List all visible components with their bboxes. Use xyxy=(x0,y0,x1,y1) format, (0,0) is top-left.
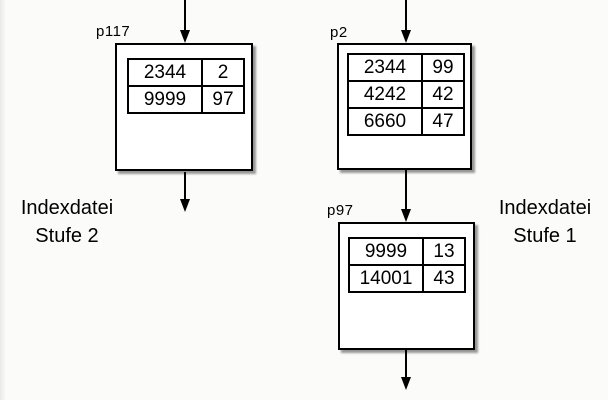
key-cell: 14001 xyxy=(348,264,424,293)
arrowhead-down-icon xyxy=(401,209,411,222)
page-edge-shading xyxy=(0,0,6,400)
table-row: 2344 2 xyxy=(127,58,245,87)
node-box-p97: 9999 13 14001 43 xyxy=(338,222,475,350)
key-cell: 9999 xyxy=(348,237,424,266)
arrow-into-p117-line xyxy=(184,0,186,31)
node-label-p2: p2 xyxy=(330,24,348,41)
key-cell: 2344 xyxy=(127,58,203,87)
index-table-p97: 9999 13 14001 43 xyxy=(348,237,466,293)
key-cell: 6660 xyxy=(347,107,423,136)
key-cell: 4242 xyxy=(347,80,423,109)
table-row: 9999 97 xyxy=(127,85,245,114)
table-row: 14001 43 xyxy=(348,264,466,293)
table-row: 9999 13 xyxy=(348,237,466,266)
caption-line: Indexdatei xyxy=(20,197,114,219)
arrow-p2-to-p97-line xyxy=(405,170,407,210)
pointer-cell: 97 xyxy=(201,85,245,114)
caption-indexdatei-stufe-2: Indexdatei Stufe 2 xyxy=(2,194,132,250)
arrow-out-of-p117-line xyxy=(184,172,186,200)
arrowhead-down-icon xyxy=(401,30,411,43)
pointer-cell: 13 xyxy=(422,237,466,266)
pointer-cell: 99 xyxy=(421,53,465,82)
arrowhead-down-icon xyxy=(180,199,190,212)
table-row: 2344 99 xyxy=(347,53,465,82)
pointer-cell: 43 xyxy=(422,264,466,293)
caption-indexdatei-stufe-1: Indexdatei Stufe 1 xyxy=(480,194,608,250)
node-box-p117: 2344 2 9999 97 xyxy=(115,43,253,171)
key-cell: 9999 xyxy=(127,85,203,114)
caption-line: Stufe 2 xyxy=(35,225,99,247)
table-row: 6660 47 xyxy=(347,107,465,136)
caption-line: Indexdatei xyxy=(498,197,592,219)
pointer-cell: 2 xyxy=(201,58,245,87)
node-label-p97: p97 xyxy=(327,202,354,219)
table-row: 4242 42 xyxy=(347,80,465,109)
caption-line: Stufe 1 xyxy=(513,225,577,247)
node-label-p117: p117 xyxy=(96,23,131,40)
arrow-out-of-p97-line xyxy=(405,350,407,378)
node-box-p2: 2344 99 4242 42 6660 47 xyxy=(337,43,472,170)
arrowhead-down-icon xyxy=(180,30,190,43)
arrowhead-down-icon xyxy=(401,377,411,390)
index-table-p117: 2344 2 9999 97 xyxy=(127,58,245,114)
pointer-cell: 47 xyxy=(421,107,465,136)
index-table-p2: 2344 99 4242 42 6660 47 xyxy=(347,53,465,136)
arrow-into-p2-line xyxy=(405,0,407,31)
key-cell: 2344 xyxy=(347,53,423,82)
pointer-cell: 42 xyxy=(421,80,465,109)
